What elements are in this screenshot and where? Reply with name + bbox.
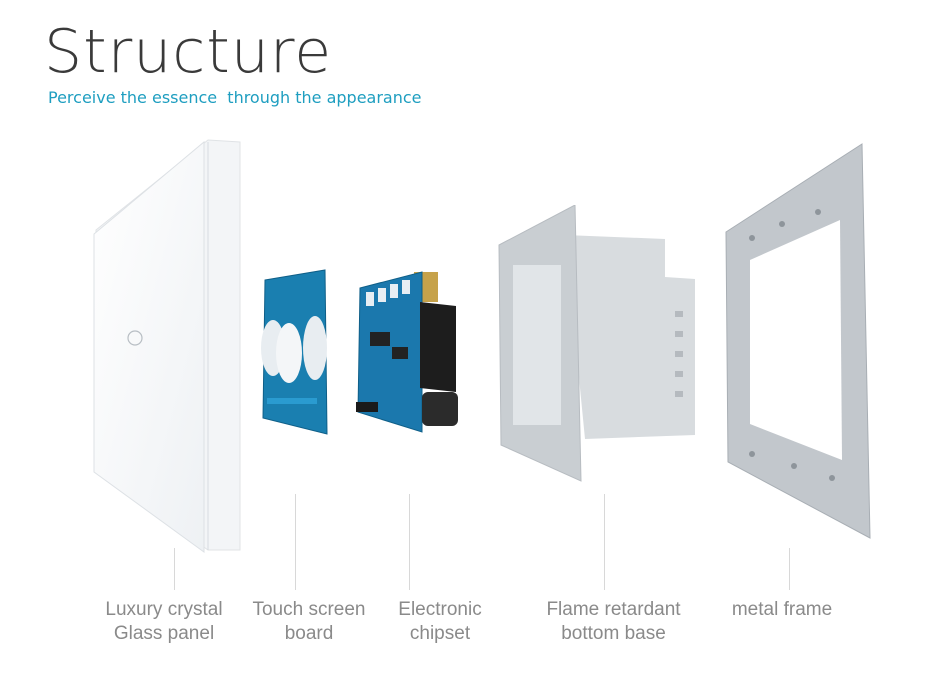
label-metal-frame: metal frame: [731, 599, 833, 620]
glass-panel-image: [90, 138, 250, 558]
touch-screen-board-image: [255, 268, 335, 438]
leader-line: [604, 494, 605, 590]
leader-line: [295, 494, 296, 590]
page-subtitle: Perceive the essence through the appeara…: [48, 88, 422, 107]
bottom-base-image: [495, 205, 700, 485]
leader-line: [789, 548, 790, 590]
electronic-chipset-image: [352, 262, 472, 437]
metal-frame-image: [722, 142, 877, 542]
leader-line: [174, 548, 175, 590]
leader-line: [409, 494, 410, 590]
page-title: Structure: [44, 17, 333, 87]
